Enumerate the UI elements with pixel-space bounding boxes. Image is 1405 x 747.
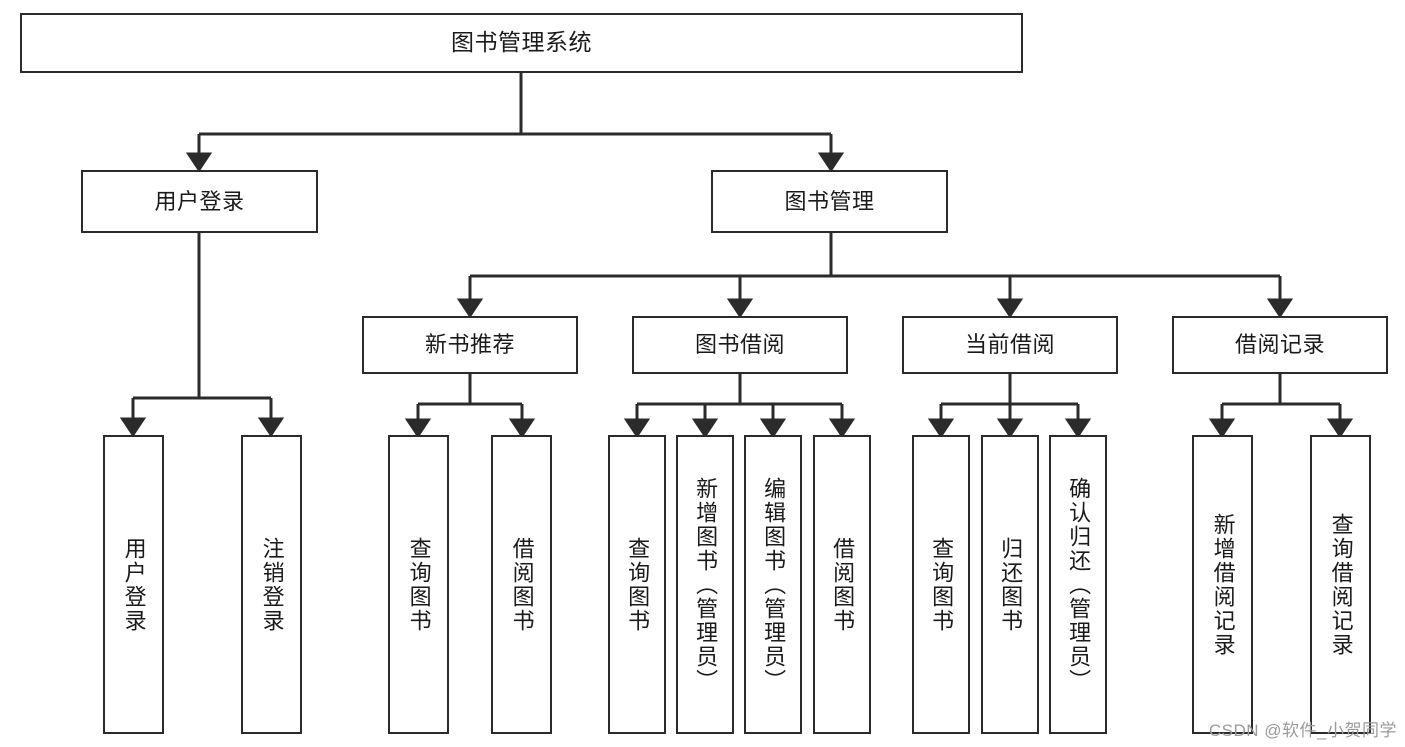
csdn-watermark: CSDN @软件_小贺同学 — [1208, 721, 1397, 740]
node-label: 当前借阅 — [964, 332, 1055, 358]
node-label: 新书推荐 — [424, 332, 515, 358]
node-label: 确认归还（管理员） — [1066, 476, 1092, 693]
node-label: 图书借阅 — [694, 332, 785, 358]
leaf-borrow-book[interactable]: 借阅图书 — [813, 435, 871, 734]
node-book-borrow[interactable]: 图书借阅 — [632, 316, 848, 374]
node-label: 图书管理 — [784, 188, 875, 214]
node-label: 注销登录 — [259, 536, 285, 633]
node-label: 查询图书 — [625, 536, 651, 633]
leaf-borrow-book-new[interactable]: 借阅图书 — [491, 435, 552, 734]
node-label: 新增图书（管理员） — [693, 476, 719, 693]
leaf-query-book[interactable]: 查询图书 — [608, 435, 666, 734]
node-user-login[interactable]: 用户登录 — [81, 170, 318, 233]
node-label: 用户登录 — [121, 536, 147, 633]
node-borrow-record[interactable]: 借阅记录 — [1172, 316, 1388, 374]
node-label: 用户登录 — [154, 188, 245, 214]
leaf-query-book-new[interactable]: 查询图书 — [388, 435, 449, 734]
node-root-system[interactable]: 图书管理系统 — [20, 13, 1023, 73]
node-book-management[interactable]: 图书管理 — [711, 170, 948, 233]
node-current-borrow[interactable]: 当前借阅 — [902, 316, 1118, 374]
node-label: 归还图书 — [998, 536, 1024, 633]
leaf-edit-book-admin[interactable]: 编辑图书（管理员） — [744, 435, 802, 734]
node-label: 查询借阅记录 — [1328, 512, 1354, 657]
node-label: 图书管理系统 — [451, 29, 592, 56]
node-label: 借阅图书 — [509, 536, 535, 633]
leaf-query-book-current[interactable]: 查询图书 — [912, 435, 970, 734]
node-label: 编辑图书（管理员） — [761, 476, 787, 693]
node-label: 查询图书 — [929, 536, 955, 633]
leaf-confirm-return-admin[interactable]: 确认归还（管理员） — [1049, 435, 1107, 734]
leaf-user-login[interactable]: 用户登录 — [103, 435, 164, 734]
node-label: 借阅记录 — [1234, 332, 1325, 358]
node-new-book-recommend[interactable]: 新书推荐 — [362, 316, 578, 374]
node-label: 借阅图书 — [830, 536, 856, 633]
leaf-return-book[interactable]: 归还图书 — [981, 435, 1039, 734]
leaf-logout[interactable]: 注销登录 — [241, 435, 302, 734]
node-label: 新增借阅记录 — [1210, 512, 1236, 657]
leaf-add-book-admin[interactable]: 新增图书（管理员） — [676, 435, 734, 734]
node-label: 查询图书 — [406, 536, 432, 633]
leaf-query-borrow-record[interactable]: 查询借阅记录 — [1310, 435, 1371, 734]
leaf-add-borrow-record[interactable]: 新增借阅记录 — [1192, 435, 1253, 734]
